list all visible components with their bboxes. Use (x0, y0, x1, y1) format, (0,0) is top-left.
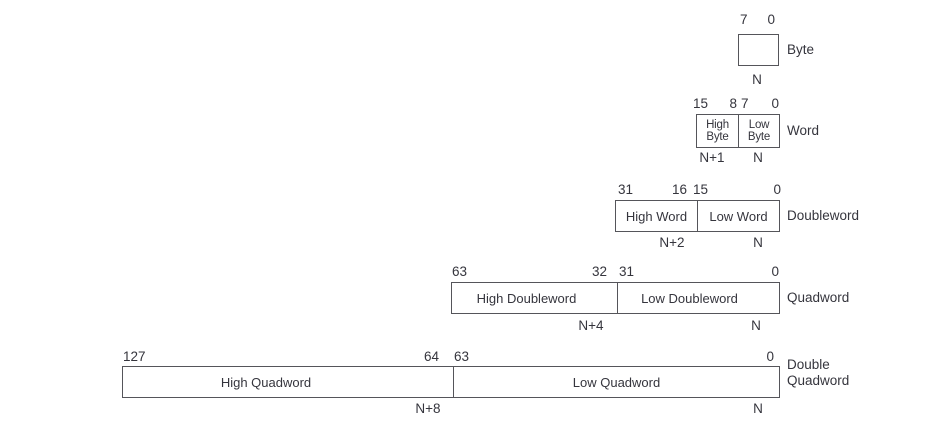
doubleword-bit-divider-right-label: 15 (693, 182, 709, 197)
low-word-cell: Low Word (697, 201, 779, 231)
doubleword-type-label: Doubleword (787, 208, 860, 223)
low-byte-cell: Low Byte (738, 115, 779, 147)
word-bit-high-label: 15 (693, 96, 709, 111)
double-quadword-bit-divider-left-label: 64 (423, 349, 439, 364)
word-addr-n-label: N (753, 150, 763, 165)
doubleword-addr-n-label: N (753, 235, 763, 250)
high-word-cell: High Word (625, 208, 688, 224)
quadword-bit-divider-right-label: 31 (619, 264, 635, 279)
byte-addr-n-label: N (752, 72, 762, 87)
quadword-type-label: Quadword (787, 290, 850, 305)
doubleword-box: High Word Low Word (615, 200, 780, 232)
byte-box (738, 34, 779, 66)
double-quadword-type-label: Double Quadword (787, 357, 850, 388)
word-box: High Byte Low Byte (696, 114, 780, 148)
double-quadword-bit-divider-right-label: 63 (454, 349, 470, 364)
quadword-bit-divider-left-label: 32 (591, 264, 607, 279)
byte-bit-low-label: 0 (767, 12, 775, 27)
word-bit-divider-left-label: 8 (729, 96, 737, 111)
quadword-addr-n4-label: N+4 (578, 318, 604, 333)
doubleword-bit-high-label: 31 (618, 182, 634, 197)
high-doubleword-cell: High Doubleword (476, 290, 577, 306)
doubleword-addr-n2-label: N+2 (659, 235, 685, 250)
word-addr-n1-label: N+1 (699, 150, 725, 165)
word-type-label: Word (787, 123, 820, 138)
word-bit-low-label: 0 (771, 96, 779, 111)
double-quadword-box: High Quadword Low Quadword (122, 366, 780, 398)
low-doubleword-cell: Low Doubleword (617, 283, 779, 313)
quadword-box: High Doubleword Low Doubleword (451, 282, 780, 314)
quadword-bit-high-label: 63 (452, 264, 468, 279)
byte-bit-high-label: 7 (740, 12, 748, 27)
high-byte-cell: High Byte (706, 118, 729, 143)
high-quadword-cell: High Quadword (220, 374, 312, 390)
double-quadword-bit-high-label: 127 (123, 349, 146, 364)
low-quadword-cell: Low Quadword (453, 367, 779, 397)
word-bit-divider-right-label: 7 (741, 96, 749, 111)
quadword-bit-low-label: 0 (771, 264, 779, 279)
double-quadword-addr-n-label: N (753, 401, 763, 416)
double-quadword-addr-n8-label: N+8 (415, 401, 441, 416)
doubleword-bit-low-label: 0 (773, 182, 781, 197)
quadword-addr-n-label: N (751, 318, 761, 333)
double-quadword-bit-low-label: 0 (766, 349, 774, 364)
doubleword-bit-divider-left-label: 16 (671, 182, 687, 197)
byte-type-label: Byte (787, 42, 815, 57)
